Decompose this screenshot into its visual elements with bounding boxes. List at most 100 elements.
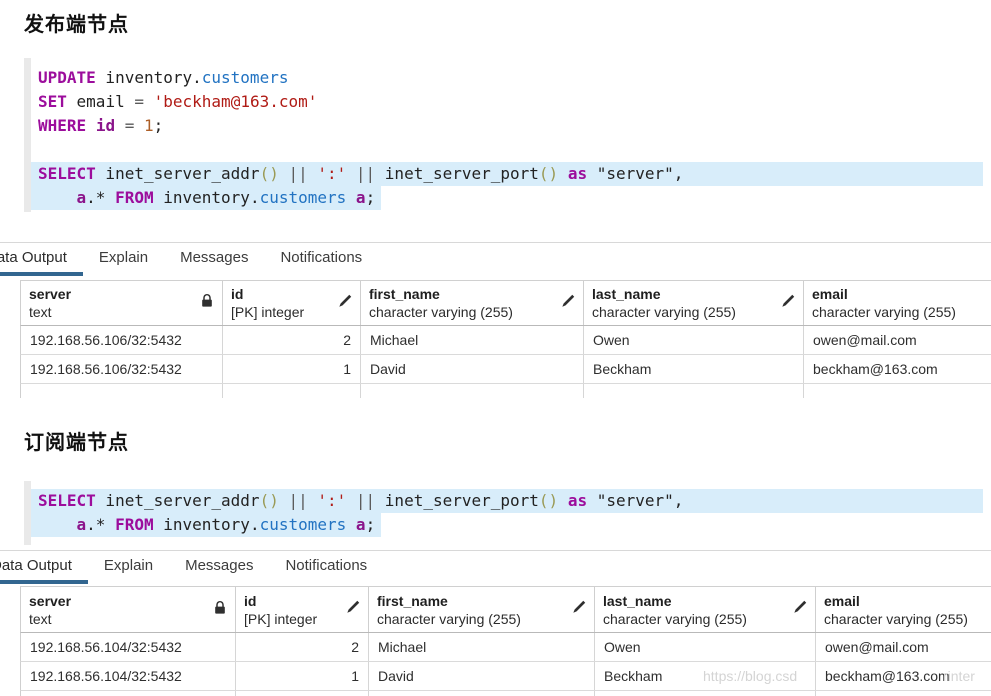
code-token: "server", bbox=[596, 164, 684, 183]
tab-data-output[interactable]: Data Output bbox=[0, 243, 83, 276]
table-cell-server[interactable]: 192.168.56.106/32:5432 bbox=[21, 355, 223, 383]
code-token: || bbox=[278, 491, 318, 510]
tab-messages[interactable]: Messages bbox=[185, 557, 254, 574]
pencil-icon-holder bbox=[346, 600, 360, 619]
table-cell-id[interactable]: 2 bbox=[223, 326, 361, 354]
table-cell-server[interactable]: 192.168.56.104/32:5432 bbox=[21, 662, 236, 690]
code-token: () bbox=[538, 164, 559, 183]
lock-icon bbox=[202, 293, 212, 307]
code-token: || bbox=[346, 491, 385, 510]
code-token: customers bbox=[201, 68, 289, 87]
table-cell-email[interactable]: owen@mail.com bbox=[804, 326, 991, 354]
tab-notifications[interactable]: Notifications bbox=[285, 557, 368, 574]
column-type: character varying (255) bbox=[377, 610, 521, 627]
pencil-icon bbox=[573, 600, 586, 613]
table-cell-empty bbox=[236, 691, 369, 696]
code-token: UPDATE bbox=[38, 68, 96, 87]
code-token bbox=[144, 92, 154, 111]
table-cell-last-name[interactable]: Owen bbox=[595, 633, 816, 661]
table-cell-id[interactable]: 1 bbox=[236, 662, 369, 690]
table-cell-last-name[interactable]: Beckham bbox=[584, 355, 804, 383]
table-cell-id[interactable]: 1 bbox=[223, 355, 361, 383]
subscriber-sql-editor[interactable]: SELECT inet_server_addr() || ':' || inet… bbox=[24, 481, 983, 545]
code-token: || bbox=[346, 164, 385, 183]
column-header-id[interactable]: id[PK] integer bbox=[236, 587, 369, 632]
code-token bbox=[346, 188, 356, 207]
tab-messages[interactable]: Messages bbox=[180, 249, 249, 266]
table-cell-id[interactable]: 2 bbox=[236, 633, 369, 661]
table-cell-empty bbox=[369, 691, 595, 696]
code-token: as bbox=[558, 164, 597, 183]
table-cell-first-name[interactable]: Michael bbox=[369, 633, 595, 661]
code-token: inet_server_addr bbox=[95, 164, 260, 183]
column-type: character varying (255) bbox=[592, 304, 736, 320]
code-token: WHERE bbox=[38, 116, 87, 135]
code-token: () bbox=[259, 491, 279, 510]
tab-explain[interactable]: Explain bbox=[98, 249, 149, 266]
table-cell-first-name[interactable]: Michael bbox=[361, 326, 584, 354]
tab-data-output[interactable]: Data Output bbox=[0, 551, 88, 584]
table-cell-server[interactable]: 192.168.56.104/32:5432 bbox=[21, 633, 236, 661]
code-token: inventory. bbox=[153, 188, 260, 207]
column-type: character varying (255) bbox=[369, 304, 513, 320]
column-header-id[interactable]: id [PK] integer bbox=[223, 281, 361, 325]
table-cell-email[interactable]: owen@mail.com bbox=[816, 633, 991, 661]
code-token: customers bbox=[259, 188, 347, 207]
table-cell-empty bbox=[223, 384, 361, 398]
code-token: inet_server_addr bbox=[95, 491, 260, 510]
pencil-icon bbox=[339, 294, 352, 307]
column-type: character varying (255) bbox=[603, 610, 747, 627]
code-line: WHERE id = 1; bbox=[31, 114, 983, 138]
column-type: character varying (255) bbox=[824, 610, 968, 627]
code-line: SELECT inet_server_addr() || ':' || inet… bbox=[31, 489, 983, 513]
table-cell-first-name[interactable]: David bbox=[369, 662, 595, 690]
code-line: UPDATE inventory.customers bbox=[31, 66, 983, 90]
code-token: .* bbox=[86, 515, 116, 534]
table-cell-email[interactable]: beckham@163.com bbox=[816, 662, 991, 690]
table-cell-last-name[interactable]: Beckham bbox=[595, 662, 816, 690]
tab-notifications[interactable]: Notifications bbox=[280, 249, 363, 266]
column-name: id bbox=[231, 286, 244, 302]
code-token: .* bbox=[86, 188, 116, 207]
lock-icon bbox=[215, 600, 225, 614]
pencil-icon-holder bbox=[338, 294, 352, 313]
code-token: inet_server_port bbox=[384, 491, 539, 510]
column-name: id bbox=[244, 592, 257, 609]
table-cell-email[interactable]: beckham@163.com bbox=[804, 355, 991, 383]
table-cell-empty bbox=[816, 691, 991, 696]
column-type: [PK] integer bbox=[231, 304, 305, 320]
code-token bbox=[115, 116, 125, 135]
watermark-text-right: rinter bbox=[943, 668, 975, 684]
code-token bbox=[86, 116, 96, 135]
column-name: email bbox=[812, 286, 848, 302]
table-cell-first-name[interactable]: David bbox=[361, 355, 584, 383]
table-cell-last-name[interactable]: Owen bbox=[584, 326, 804, 354]
editor-gutter bbox=[24, 58, 31, 212]
code-token: || bbox=[278, 164, 318, 183]
code-line: SET email = 'beckham@163.com' bbox=[31, 90, 983, 114]
table-cell-empty bbox=[804, 384, 991, 398]
code-token: () bbox=[538, 491, 559, 510]
tab-explain[interactable]: Explain bbox=[103, 557, 154, 574]
pencil-icon bbox=[562, 294, 575, 307]
code-token: FROM bbox=[115, 515, 154, 534]
table-cell-server[interactable]: 192.168.56.106/32:5432 bbox=[21, 326, 223, 354]
lock-icon-holder bbox=[200, 293, 214, 313]
pencil-icon-holder bbox=[572, 600, 586, 619]
code-token bbox=[346, 515, 356, 534]
